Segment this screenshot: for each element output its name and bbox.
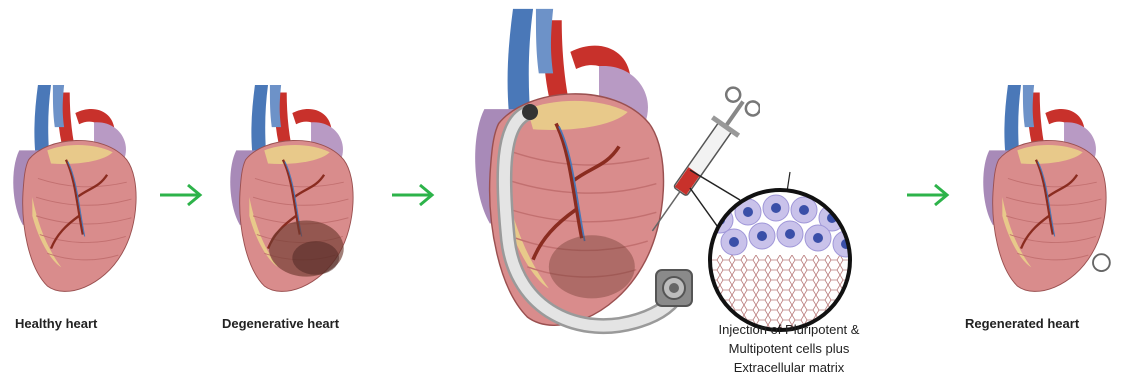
healthy-heart-label: Healthy heart	[15, 316, 97, 331]
arrow-right-icon	[905, 182, 951, 208]
healthy-heart-illustration	[5, 85, 155, 300]
arrow-right-icon	[158, 182, 204, 208]
regenerated-heart-label: Regenerated heart	[965, 316, 1079, 331]
arrow-right-icon	[390, 182, 436, 208]
injection-label-line-1: Injection of Pluripotent &	[679, 320, 899, 339]
degenerative-heart-illustration	[222, 85, 372, 300]
injection-label-line-3: Extracellular matrix	[679, 358, 899, 377]
regenerated-heart-illustration	[975, 85, 1125, 300]
injection-label-line-2: Multipotent cells plus	[679, 339, 899, 358]
cell-matrix-magnifier	[660, 160, 860, 340]
degenerative-heart-label: Degenerative heart	[222, 316, 339, 331]
injection-label: Injection of Pluripotent & Multipotent c…	[679, 320, 899, 377]
